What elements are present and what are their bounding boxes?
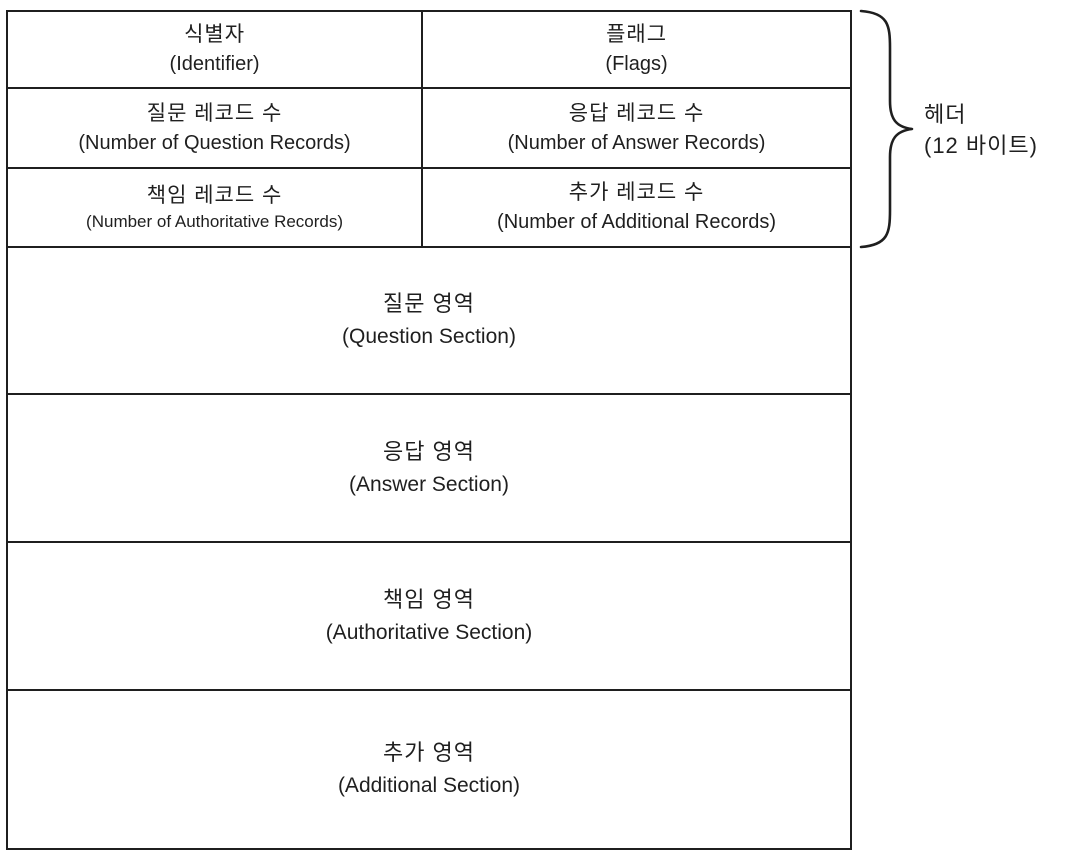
flags-label-ko: 플래그 [606,23,668,47]
authoritative-section-label-ko: 책임 영역 [382,586,476,612]
header-row-2: 질문 레코드 수 (Number of Question Records) 응답… [8,89,850,169]
answer-count-label-ko: 응답 레코드 수 [568,101,705,125]
question-section-label-ko: 질문 영역 [382,291,476,317]
authoritative-count-label-ko: 책임 레코드 수 [146,183,283,207]
header-brace-label-line1: 헤더 [924,102,967,127]
section-question: 질문 영역 (Question Section) [8,248,850,393]
section-row-additional: 추가 영역 (Additional Section) [8,691,850,848]
question-section-label-en: (Question Section) [342,325,516,349]
section-answer: 응답 영역 (Answer Section) [8,395,850,541]
header-cell-identifier: 식별자 (Identifier) [8,12,424,87]
header-row-1: 식별자 (Identifier) 플래그 (Flags) [8,12,850,89]
additional-count-label-ko: 추가 레코드 수 [568,181,705,205]
question-count-label-en: (Number of Question Records) [78,131,351,154]
authoritative-count-label-en: (Number of Authoritative Records) [86,212,344,232]
section-row-authoritative: 책임 영역 (Authoritative Section) [8,543,850,691]
section-row-question: 질문 영역 (Question Section) [8,248,850,395]
answer-count-label-en: (Number of Answer Records) [507,131,766,154]
flags-label-en: (Flags) [605,53,668,76]
header-brace-icon [859,9,914,249]
header-cell-answer-count: 응답 레코드 수 (Number of Answer Records) [423,89,850,167]
answer-section-label-ko: 응답 영역 [382,438,476,464]
header-row-3: 책임 레코드 수 (Number of Authoritative Record… [8,169,850,248]
additional-section-label-en: (Additional Section) [337,774,521,798]
additional-count-label-en: (Number of Additional Records) [497,211,777,234]
header-cell-flags: 플래그 (Flags) [423,12,850,87]
section-row-answer: 응답 영역 (Answer Section) [8,395,850,543]
header-cell-additional-count: 추가 레코드 수 (Number of Additional Records) [423,169,850,246]
dns-message-table: 식별자 (Identifier) 플래그 (Flags) 질문 레코드 수 (N… [6,10,852,850]
question-count-label-ko: 질문 레코드 수 [146,101,283,125]
header-cell-question-count: 질문 레코드 수 (Number of Question Records) [8,89,424,167]
answer-section-label-en: (Answer Section) [349,472,509,496]
additional-section-label-ko: 추가 영역 [382,740,476,766]
header-brace-label-line2: (12 바이트) [924,133,1038,159]
section-authoritative: 책임 영역 (Authoritative Section) [8,543,850,689]
identifier-label-en: (Identifier) [169,53,260,76]
header-brace-label: 헤더 (12 바이트) [924,99,1038,161]
authoritative-section-label-en: (Authoritative Section) [325,620,533,644]
identifier-label-ko: 식별자 [184,23,246,47]
header-cell-authoritative-count: 책임 레코드 수 (Number of Authoritative Record… [8,169,424,246]
section-additional: 추가 영역 (Additional Section) [8,691,850,848]
